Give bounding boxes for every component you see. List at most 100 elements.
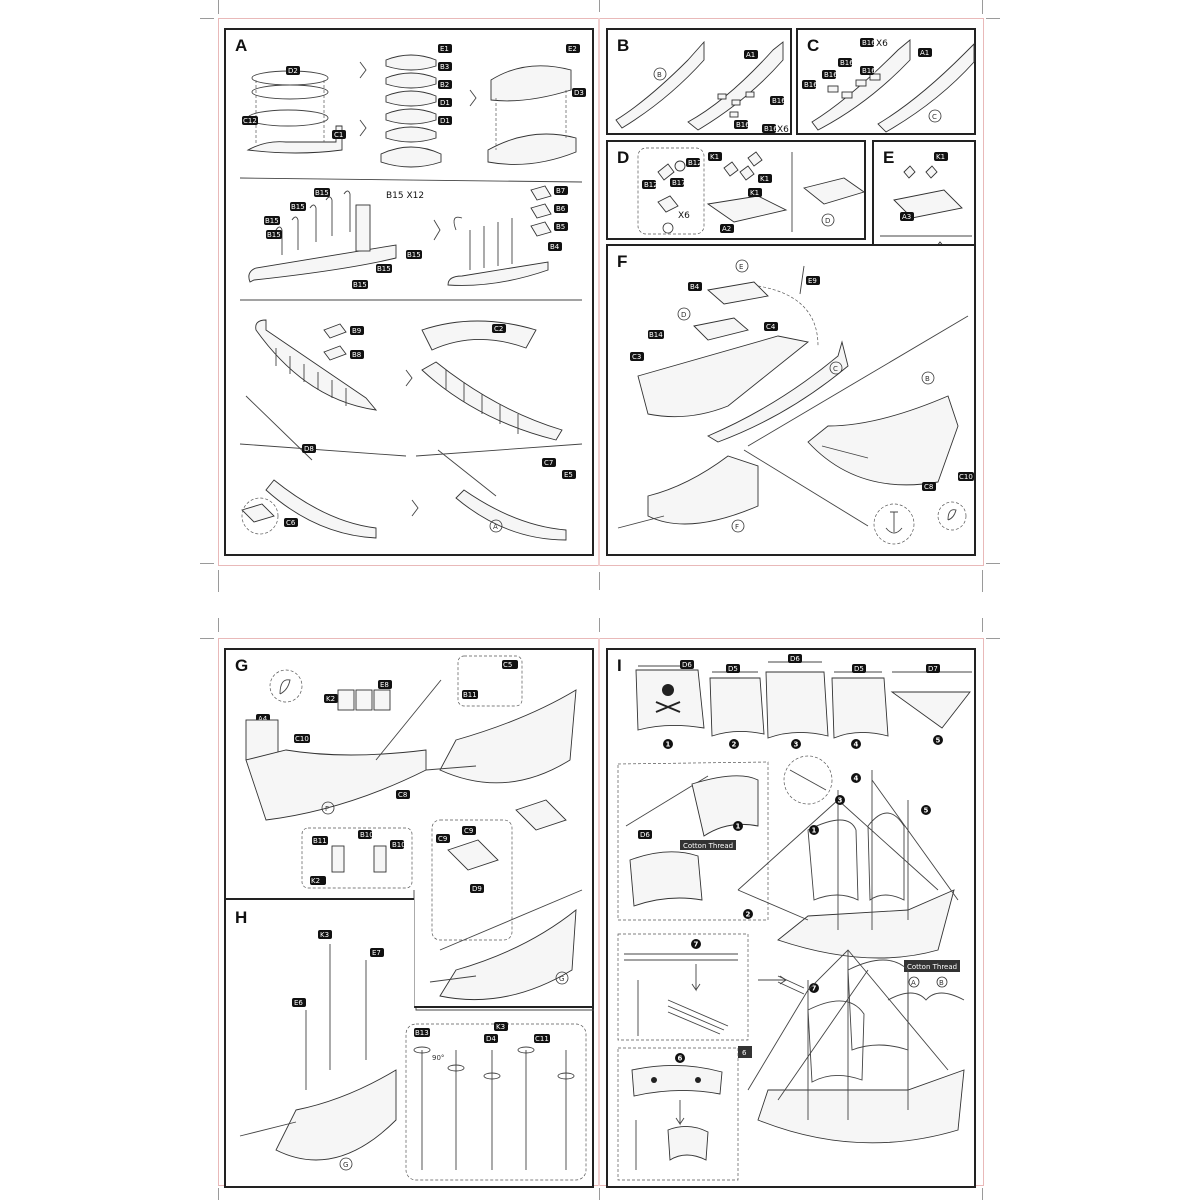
svg-text:B16: B16 [824,71,838,79]
svg-text:C9: C9 [464,827,473,835]
step-marker [791,739,801,749]
anchor-detail [873,503,915,545]
assembly-marker [339,1157,353,1171]
yard-closeup [789,769,827,791]
small-piece [530,185,552,201]
svg-text:B10: B10 [360,831,374,839]
step-marker [933,735,943,745]
part-tag: C9 [462,826,476,835]
sail-4 [831,677,889,739]
divider [747,315,969,447]
part-tag: B11 [312,836,328,845]
assembly-marker [677,307,691,321]
panel-d-letter: D [617,148,630,167]
crop-mark [218,1188,219,1200]
part-tag: D1 [438,116,452,125]
svg-text:E5: E5 [564,471,573,479]
svg-text:B11: B11 [313,837,327,845]
part-tag: D4 [484,1034,498,1043]
ring-detail [937,501,967,531]
stack-of-frames [380,54,442,168]
part-tag: E5 [562,470,576,479]
part-tag: B12 [642,180,658,189]
step-marker [733,821,743,831]
part-tag: B14 [648,330,664,339]
part-tag: B16 [838,58,854,67]
detail-circle [783,755,833,805]
part-tag: D9 [470,884,484,893]
crossbones-icon [655,701,681,713]
cotton-thread-tag [904,960,960,972]
deck-plate [706,195,788,223]
svg-text:E9: E9 [808,277,817,285]
part-tag: K1 [708,152,722,161]
svg-text:B16: B16 [764,125,778,133]
cotton-thread-label: Cotton Thread [683,842,733,850]
arrow-right-icon [411,499,419,517]
part-tag: A3 [900,212,914,221]
crop-mark [982,0,983,14]
svg-text:C12: C12 [243,117,257,125]
svg-text:B13: B13 [415,1029,429,1037]
svg-text:B15: B15 [315,189,329,197]
part-tag: C1 [332,130,346,139]
part-tag: K3 [494,1022,508,1031]
panel-g-drawing: K2 E8 A4 C10 C8 F B10 B11 K2 B10 C5 B11 [245,655,583,1010]
k1-marker [662,222,674,234]
svg-text:K3: K3 [320,931,329,939]
part-tag: B6 [554,204,568,213]
svg-text:C5: C5 [503,661,512,669]
svg-text:K2: K2 [311,877,320,885]
sail-number: 1 [812,827,817,835]
svg-text:B15: B15 [407,251,421,259]
mast-piece [245,395,313,461]
cotton-thread-tag [680,840,736,850]
part-tag: B15 [376,264,392,273]
panel-f-drawing: E E9 B4 D C4 B14 C3 C B C8 C10 [617,259,974,545]
svg-text:C8: C8 [924,483,933,491]
skull-icon [651,1077,657,1083]
bowsprit [425,765,477,771]
part-tag: B15 [406,250,422,259]
hull-side-ribbed [447,261,549,286]
svg-text:B3: B3 [440,63,449,71]
hull-base [487,133,577,165]
step-marker [663,739,673,749]
part-tag: D5 [726,664,740,673]
part-tag: B17 [670,178,686,187]
svg-text:B16: B16 [804,81,818,89]
svg-text:B17: B17 [672,179,686,187]
ship-assembled-final [747,949,965,1144]
svg-text:K2: K2 [326,695,335,703]
part-tag: B16 [762,124,778,133]
top-sheet: A [200,0,1000,592]
small-piece [530,221,552,237]
svg-text:B12: B12 [688,159,702,167]
trim-box [218,638,984,1186]
step-marker [921,805,931,815]
hull-side [707,340,849,443]
part-tag: C4 [764,322,778,331]
sail-tied [629,851,703,907]
step-marker [809,983,819,993]
panel-c-drawing: B16 X6 A1 B16 B16 B16 B16 C [802,38,975,133]
svg-text:B6: B6 [556,205,566,213]
assembly-marker-label: F [735,523,739,531]
ship-assembly [439,909,577,1001]
panel-f-letter: F [617,252,628,271]
part-tag: B8 [350,350,364,359]
svg-text:B16: B16 [862,67,876,75]
bow-curl [453,216,463,231]
svg-text:A4: A4 [258,715,268,723]
detail-box [617,933,749,1041]
svg-text:D6: D6 [790,655,800,663]
hull-side [248,244,397,283]
svg-text:K1: K1 [760,175,769,183]
sail-3 [765,671,829,739]
knot-a-label: A [911,979,916,987]
arrow-right-icon [469,89,477,107]
sail-number: 6 [678,1055,683,1063]
step-marker [851,773,861,783]
svg-text:A3: A3 [902,213,911,221]
arrow-right-icon [359,119,367,137]
